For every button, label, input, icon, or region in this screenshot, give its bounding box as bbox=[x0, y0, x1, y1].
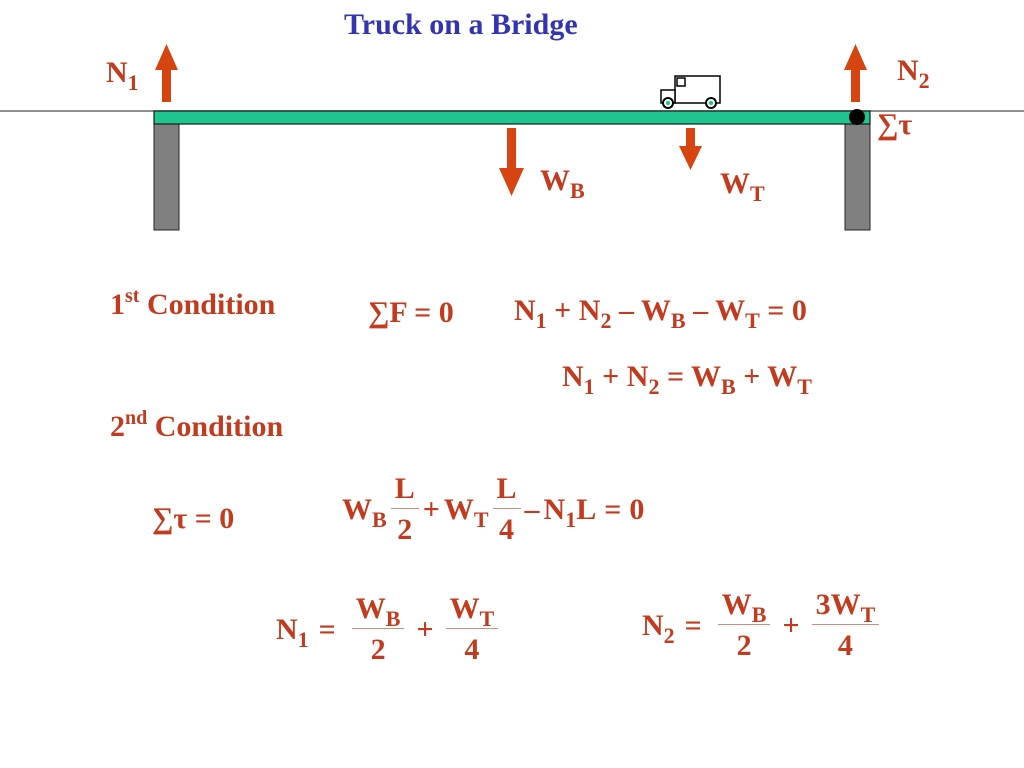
page-title: Truck on a Bridge bbox=[344, 8, 578, 41]
n2-arrow bbox=[844, 44, 867, 102]
pivot-dot bbox=[849, 109, 865, 125]
force-balance-equation: N1 + N2 – WB – WT = 0 bbox=[514, 294, 807, 333]
wt-arrow bbox=[679, 128, 702, 170]
right-pillar bbox=[844, 123, 871, 231]
n2-solution-equation: N2 = WB 2 + 3WT 4 bbox=[642, 588, 883, 663]
fraction-3wt-over-4: 3WT 4 bbox=[811, 588, 880, 663]
second-condition-label: 2nd Condition bbox=[110, 407, 284, 443]
left-pillar bbox=[153, 123, 180, 231]
sum-torque-equation: ∑τ = 0 bbox=[152, 502, 235, 535]
fraction-L-over-2: L 2 bbox=[390, 472, 419, 547]
fraction-wt-over-4: WT 4 bbox=[445, 592, 499, 667]
bridge-beam bbox=[153, 110, 871, 125]
n1-solution-equation: N1 = WB 2 + WT 4 bbox=[276, 592, 502, 667]
fraction-wb-over-2-b: WB 2 bbox=[717, 588, 771, 663]
first-condition-label: 1st Condition bbox=[110, 285, 276, 321]
n1-label: N1 bbox=[106, 56, 139, 95]
n2-label: N2 bbox=[897, 54, 930, 93]
normal-sum-equation: N1 + N2 = WB + WT bbox=[562, 360, 812, 399]
truck-icon bbox=[660, 75, 721, 109]
torque-label: ∑τ bbox=[877, 108, 913, 141]
torque-balance-equation: WB L 2 + WT L 4 – N1L = 0 bbox=[342, 472, 645, 547]
wb-arrow bbox=[499, 128, 524, 196]
fraction-wb-over-2: WB 2 bbox=[351, 592, 405, 667]
sum-force-equation: ∑F = 0 bbox=[368, 296, 454, 329]
wt-label: WT bbox=[720, 167, 765, 206]
n1-arrow bbox=[155, 44, 178, 102]
fraction-L-over-4: L 4 bbox=[492, 472, 521, 547]
wb-label: WB bbox=[540, 164, 585, 203]
